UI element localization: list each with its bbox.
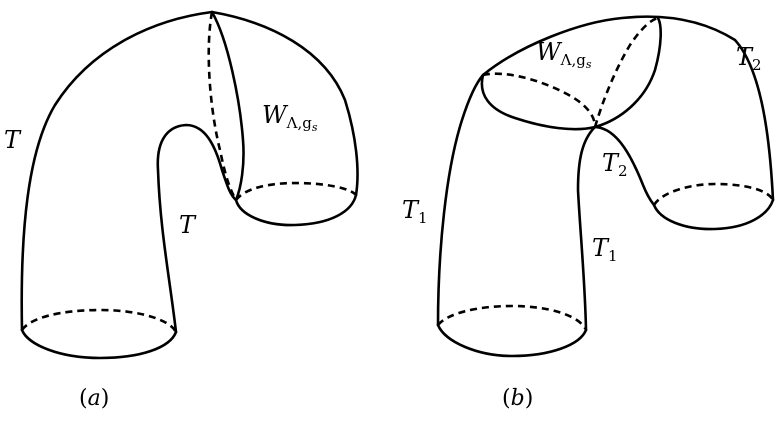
panel-a-inner-tube-letter: T <box>179 211 196 239</box>
panel-b-outer-contour <box>436 15 775 327</box>
panel-a-region-label: WΛ,gs <box>262 103 318 133</box>
panel-a-outer-tube-label: T <box>4 128 20 152</box>
panel-b-inner-t2-label: T2 <box>602 151 628 179</box>
panel-b-caption: (b) <box>502 386 533 411</box>
panel-b-surface <box>436 15 775 358</box>
panel-b-top-t2-letter: T <box>736 43 753 71</box>
panel-a-end-ellipse-back <box>234 181 357 201</box>
panel-a-bottom-ellipse-front <box>20 328 178 360</box>
panel-b-outer-t1-letter: T <box>402 196 419 224</box>
panel-b-cut-ring-left-solid <box>480 73 597 131</box>
panel-b-inner-t1-label: T1 <box>592 236 618 264</box>
panel-a-caption-letter: a <box>87 386 101 411</box>
panel-a-region-letter: W <box>262 101 287 129</box>
panel-b-inner-contour <box>576 125 656 332</box>
panel-a-cut-ring-solid <box>210 10 245 202</box>
panel-b-outer-t1-sub: 1 <box>418 209 428 227</box>
panel-b-inner-t2-sub: 2 <box>618 162 628 180</box>
panel-b-end-ellipse-back <box>652 182 775 206</box>
panel-b-bottom-ellipse-front <box>436 323 588 358</box>
panel-a-inner-contour <box>156 123 238 334</box>
panel-b-caption-open: ( <box>502 386 511 411</box>
panel-b-inner-t1-letter: T <box>592 234 609 262</box>
panel-a-caption-close: ) <box>100 386 110 411</box>
panel-a-inner-tube-label: T <box>179 213 195 237</box>
panel-b-top-t2-sub: 2 <box>752 56 762 74</box>
panel-a-bottom-ellipse-back <box>20 308 178 333</box>
panel-a-outer-tube-letter: T <box>4 126 21 154</box>
panel-b-cut-ring-right-solid <box>593 16 662 129</box>
panel-a-caption-open: ( <box>79 386 88 411</box>
panel-a-caption: (a) <box>79 386 109 411</box>
panel-b-outer-t1-label: T1 <box>402 198 428 226</box>
panel-b-caption-letter: b <box>510 386 525 411</box>
panel-b-cut-ring-right-dashed <box>593 16 659 128</box>
panel-b-end-ellipse-front <box>652 198 775 231</box>
panel-a-end-ellipse-front <box>234 193 358 227</box>
panel-b-region-sub: Λ,g <box>560 51 586 69</box>
panel-b-caption-close: ) <box>524 386 534 411</box>
panel-a-region-sub: Λ,g <box>286 114 312 132</box>
panel-b-region-letter: W <box>536 38 561 66</box>
panel-b-top-t2-label: T2 <box>736 45 762 73</box>
panel-b-cut-ring-left-dashed <box>482 72 597 128</box>
panel-b-region-label: WΛ,gs <box>536 40 592 70</box>
panel-a-surface <box>20 10 359 360</box>
panel-a-outer-contour <box>20 10 359 332</box>
panel-b-bottom-ellipse-back <box>437 304 588 331</box>
panel-b-inner-t2-letter: T <box>602 149 619 177</box>
panel-b-region-subsub: s <box>585 58 592 71</box>
panel-b-inner-t1-sub: 1 <box>608 247 618 265</box>
panel-a-region-subsub: s <box>311 121 318 134</box>
